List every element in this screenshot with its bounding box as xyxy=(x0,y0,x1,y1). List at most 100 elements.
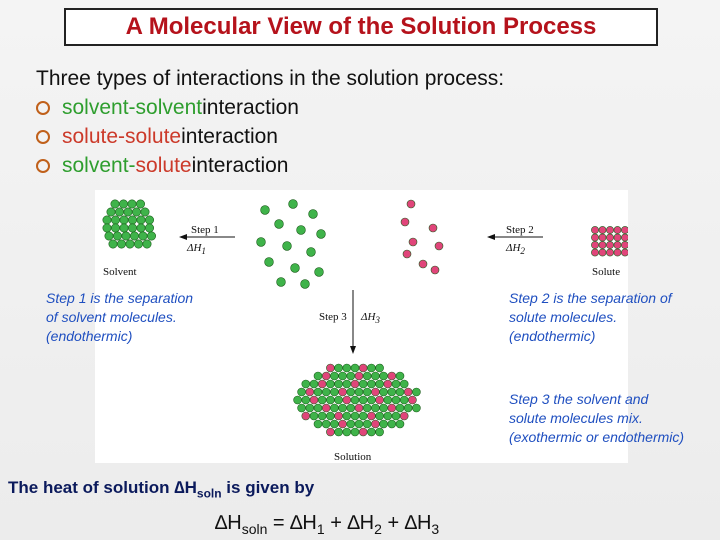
solution-molecule xyxy=(375,363,384,373)
solvent-molecule xyxy=(112,231,122,241)
solvent-molecule xyxy=(142,239,152,249)
solution-molecule xyxy=(391,395,401,405)
solvent-molecule xyxy=(144,223,154,233)
solvent-label: Solvent xyxy=(103,266,137,278)
step1-arrowhead xyxy=(179,234,187,240)
solution-molecule xyxy=(371,387,380,397)
solvent-molecule xyxy=(127,215,137,225)
solution-molecule xyxy=(334,395,343,405)
solute-molecule xyxy=(621,233,628,242)
bullet-circle-icon xyxy=(36,100,50,115)
solute-molecule xyxy=(400,217,410,227)
solution-molecule xyxy=(358,363,368,373)
solution-molecule xyxy=(350,379,360,389)
solution-molecule xyxy=(309,395,319,405)
solution-molecule xyxy=(367,411,376,421)
solution-molecule xyxy=(321,371,331,381)
solution-molecule xyxy=(338,387,347,397)
solution-molecule xyxy=(342,395,352,405)
solvent-molecule xyxy=(108,239,118,249)
solution-molecule xyxy=(354,403,364,413)
solution-molecule xyxy=(334,427,343,437)
bullet-tail: interaction xyxy=(202,96,299,119)
solution-molecule xyxy=(305,403,315,413)
solution-molecule xyxy=(383,379,393,389)
solvent-molecule xyxy=(274,219,284,229)
solvent-molecule xyxy=(119,215,129,225)
solution-molecule xyxy=(399,411,409,421)
solution-molecule xyxy=(387,371,397,381)
solute-label: Solute xyxy=(592,266,621,278)
solute-molecule xyxy=(428,223,438,233)
enthalpy-equation: ∆Hsoln = ∆H1 + ∆H2 + ∆H3 xyxy=(215,512,440,537)
solution-molecule xyxy=(395,387,405,397)
solution-molecule xyxy=(354,371,364,381)
solution-molecule xyxy=(387,403,397,413)
heat-of-solution-text: The heat of solution ∆Hsoln is given by xyxy=(8,478,315,501)
bullet-tail: interaction xyxy=(191,154,289,177)
solution-molecule xyxy=(399,379,409,389)
solution-molecule xyxy=(391,411,401,421)
solute-molecule xyxy=(613,226,622,234)
solution-molecule xyxy=(346,387,356,397)
solution-molecule xyxy=(395,419,405,429)
solution-molecule xyxy=(387,387,397,397)
solvent-molecule xyxy=(140,207,150,217)
solution-molecule xyxy=(342,427,352,437)
solution-molecule xyxy=(375,395,384,405)
solution-molecule xyxy=(387,419,397,429)
solvent-molecule xyxy=(131,207,141,217)
solution-molecule xyxy=(391,379,401,389)
solute-molecule xyxy=(418,259,428,269)
solvent-molecule xyxy=(106,207,116,217)
solution-molecule xyxy=(403,403,413,413)
solution-molecule xyxy=(412,387,421,397)
solution-molecule xyxy=(358,427,368,437)
bullet-word: solute xyxy=(135,154,192,177)
bullet-word: solute xyxy=(62,125,119,148)
page-title: A Molecular View of the Solution Process xyxy=(125,13,597,40)
solution-molecule xyxy=(354,419,364,429)
solution-molecule xyxy=(346,419,356,429)
solvent-molecule xyxy=(296,225,306,235)
solution-molecule xyxy=(334,411,343,421)
bullet-word: solvent xyxy=(135,96,203,119)
solvent-molecule xyxy=(136,223,146,233)
solvent-molecule xyxy=(264,257,274,267)
solute-molecule xyxy=(621,226,628,234)
solution-molecule xyxy=(297,387,306,397)
solution-molecule xyxy=(338,403,347,413)
solution-molecule xyxy=(301,395,311,405)
step3-arrowhead xyxy=(350,346,356,354)
solution-molecule xyxy=(342,363,352,373)
solution-molecule xyxy=(375,427,384,437)
molecule-illustration xyxy=(102,199,628,437)
solution-molecule xyxy=(346,403,356,413)
solution-molecule xyxy=(412,403,421,413)
title-box: A Molecular View of the Solution Process xyxy=(64,8,658,46)
solute-molecule xyxy=(606,233,614,242)
solute-molecule xyxy=(598,241,607,249)
solvent-molecule xyxy=(316,229,326,239)
solvent-molecule xyxy=(290,263,300,273)
solute-molecule xyxy=(598,248,607,257)
solution-molecule xyxy=(293,395,302,405)
solution-molecule xyxy=(313,371,323,381)
solution-process-diagram: Solvent Solute Solution Step 1 ΔH1 Step … xyxy=(95,190,628,463)
solution-molecule xyxy=(350,411,360,421)
solution-molecule xyxy=(330,371,339,381)
solution-molecule xyxy=(358,379,368,389)
solute-molecule xyxy=(613,248,622,257)
solvent-molecule xyxy=(288,199,298,209)
solution-label: Solution xyxy=(334,451,372,463)
solution-molecule xyxy=(362,419,372,429)
solution-molecule xyxy=(358,395,368,405)
solvent-molecule xyxy=(138,231,148,241)
solution-molecule xyxy=(330,387,339,397)
solution-molecule xyxy=(371,419,380,429)
step3-label: Step 3 xyxy=(319,311,347,323)
solute-molecule xyxy=(591,248,599,257)
solute-molecule xyxy=(606,226,614,234)
solution-molecule xyxy=(313,403,323,413)
